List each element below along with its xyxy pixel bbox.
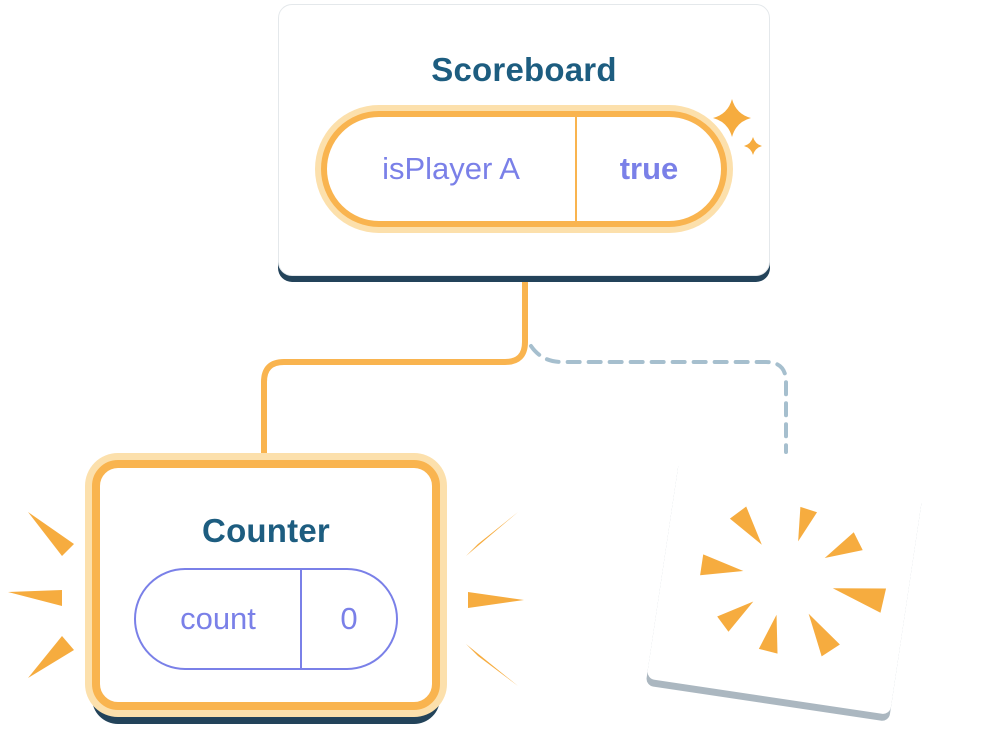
- connector-removed: [529, 344, 788, 454]
- connector-active: [261, 275, 528, 463]
- poof-burst-icon: [700, 506, 887, 657]
- counter-card: Counter count 0: [92, 460, 440, 710]
- count-label: count: [180, 601, 256, 636]
- emphasis-burst-icon: [466, 512, 524, 686]
- emphasis-burst-icon: [8, 512, 74, 678]
- counter-title: Counter: [202, 512, 330, 549]
- scoreboard-state-pill: isPlayer A true: [321, 111, 727, 227]
- state-value: true: [619, 151, 679, 186]
- pill-divider: [575, 117, 577, 221]
- count-value: 0: [340, 601, 358, 636]
- state-label: isPlayer A: [382, 151, 520, 186]
- pill-divider: [300, 570, 302, 668]
- scoreboard-card: Scoreboard isPlayer A true: [278, 4, 770, 276]
- counter-state-pill: count 0: [134, 568, 398, 670]
- scoreboard-title: Scoreboard: [431, 51, 617, 88]
- destroyed-component-card: [646, 453, 924, 715]
